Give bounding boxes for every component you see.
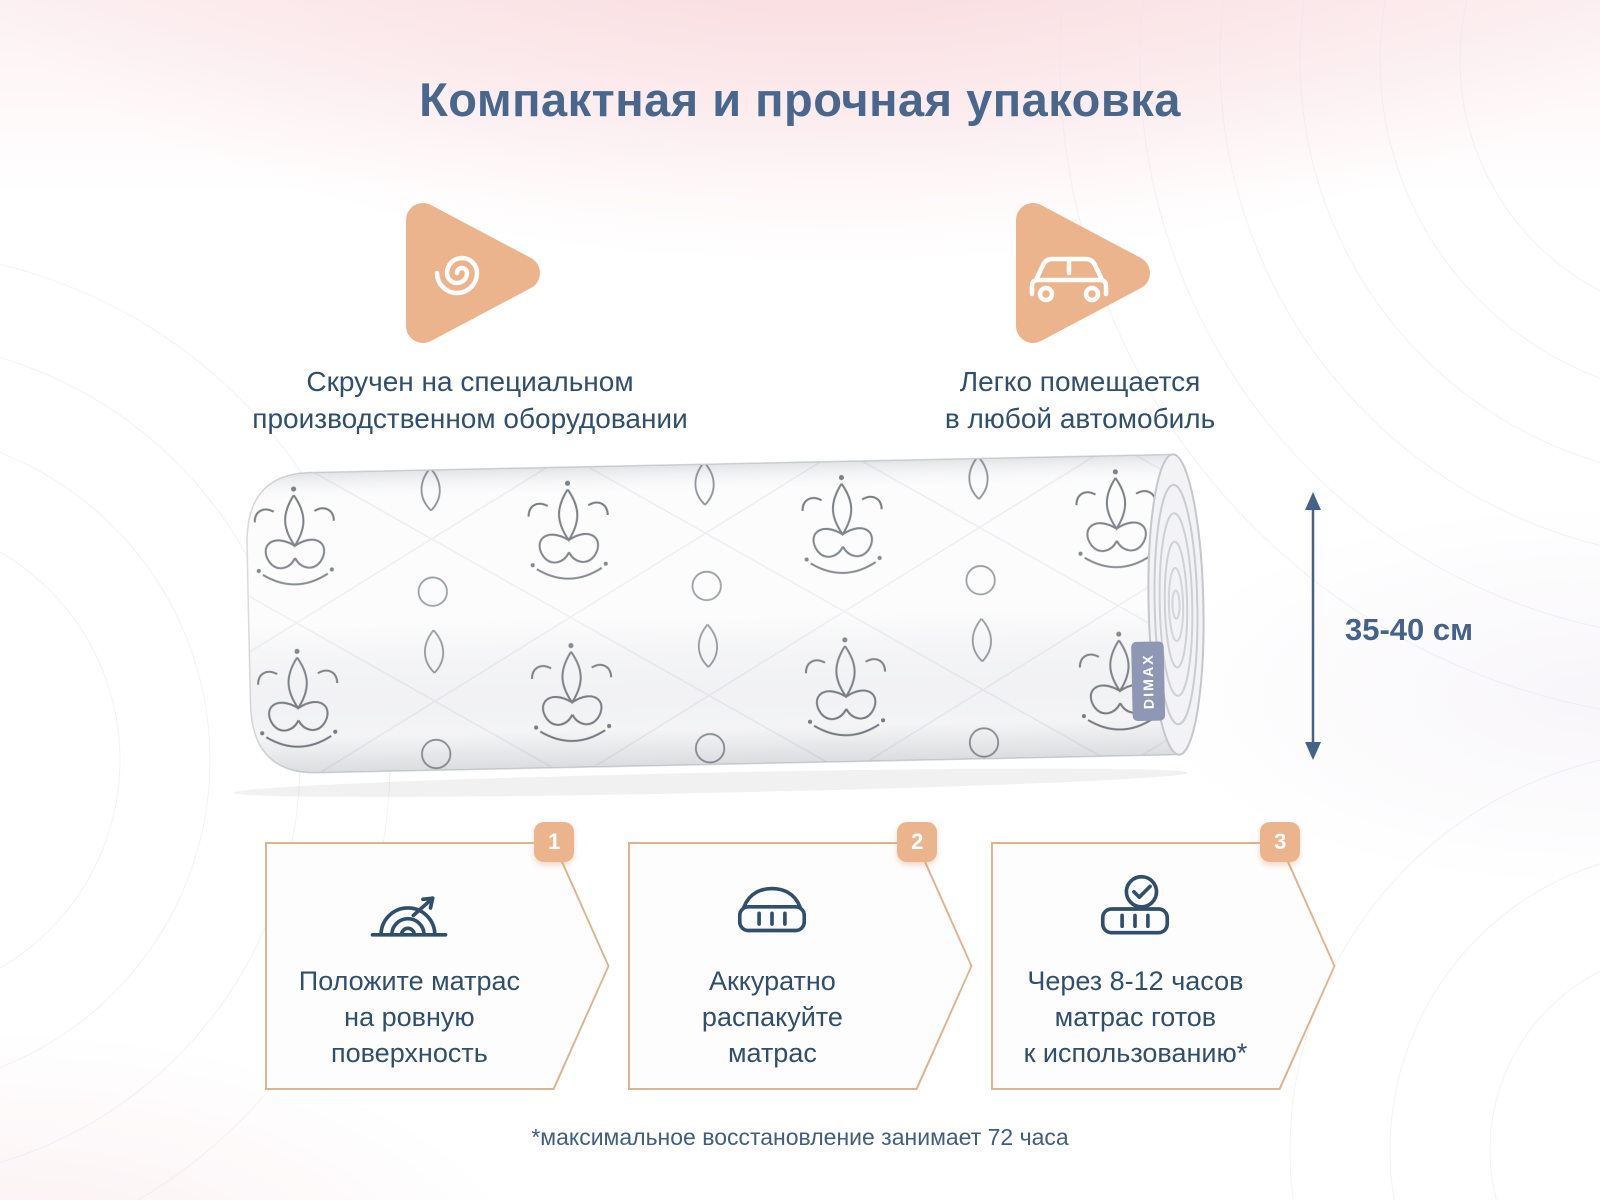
step-2: Аккуратно распакуйте матрас 2 [627, 822, 973, 1090]
footnote: *максимальное восстановление занимает 72… [531, 1124, 1069, 1150]
step-2-arrow-shape [627, 842, 973, 1090]
height-dimension [1293, 490, 1333, 767]
step-number-badge: 1 [534, 822, 575, 862]
unpacking-steps: Положите матрас на ровную поверхность 1 … [0, 822, 1600, 1090]
feature-rolled-text: Скручен на специальном производственном … [252, 366, 688, 434]
step-3: Через 8-12 часов матрас готов к использо… [990, 822, 1336, 1090]
step-2-text: Аккуратно распакуйте матрас [701, 966, 843, 1068]
brand-tag-label: DIMAX [1141, 653, 1158, 709]
brand-tag: DIMAX [1131, 641, 1166, 722]
step-number-badge: 2 [897, 822, 938, 862]
feature-rolled-on-equipment: Скручен на специальном производственном … [180, 198, 760, 438]
unroll-icon [371, 896, 448, 937]
spiral-icon [406, 203, 540, 343]
step-1: Положите матрас на ровную поверхность 1 [264, 822, 610, 1090]
unpack-icon [738, 886, 807, 933]
car-icon [1016, 203, 1150, 343]
step-3-arrow-shape [990, 842, 1336, 1090]
feature-fits-in-car: Легко помещается в любой автомобиль [810, 198, 1350, 438]
mattress-roll-image: DIMAX [152, 440, 1264, 808]
step-1-text: Положите матрас на ровную поверхность [298, 966, 520, 1068]
height-dimension-label: 35-40 см [1345, 612, 1474, 647]
step-1-arrow-shape [264, 842, 610, 1090]
vertical-arrow-icon [1305, 492, 1321, 760]
step-number-badge: 3 [1260, 822, 1301, 862]
step-3-text: Через 8-12 часов матрас готов к использо… [1023, 966, 1248, 1068]
page-title: Компактная и прочная упаковка [419, 73, 1181, 126]
ready-check-icon [1101, 874, 1170, 935]
feature-car-text: Легко помещается в любой автомобиль [944, 366, 1216, 434]
